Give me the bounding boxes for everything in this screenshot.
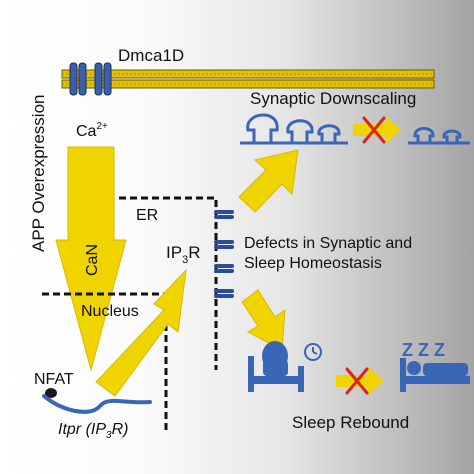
ip3r-label: IP3R: [166, 243, 200, 266]
nucleus-label: Nucleus: [81, 303, 139, 320]
calcium-label: Ca2+: [76, 121, 108, 140]
defects-line2: Sleep Homeostasis: [244, 255, 382, 272]
sleeping-in-bed-icon: [400, 358, 470, 392]
nfat-label: NFAT: [34, 371, 74, 388]
awake-in-bed-icon: [248, 341, 304, 392]
alarm-clock-icon: [304, 343, 322, 361]
sleep-blocked-cross: [345, 367, 369, 395]
itpr-expression-arrow: [95, 268, 187, 397]
defects-line1: Defects in Synaptic and: [244, 235, 412, 252]
downscaling-blocked-cross: [362, 116, 386, 144]
channel-label: Dmca1D: [118, 46, 184, 65]
er-boundary: [119, 196, 218, 370]
ip3r-channels: [214, 210, 234, 298]
downscaling-label: Synaptic Downscaling: [250, 89, 416, 108]
sleep-rebound-label: Sleep Rebound: [292, 413, 409, 432]
itpr-gene-strand: [42, 394, 152, 414]
side-label: APP Overexpression: [29, 95, 48, 252]
dmca1d-channel: [69, 62, 112, 96]
synapse-before: [240, 113, 348, 145]
sleep-arrow: [241, 289, 286, 351]
calcium-signal-arrow: [55, 146, 127, 372]
downscaling-transition-arrow: [353, 116, 401, 144]
synapse-after: [408, 127, 470, 145]
sleep-transition-arrow: [336, 367, 384, 395]
zzz-label: Z Z Z: [402, 340, 445, 360]
nfat-dot: [45, 388, 57, 398]
gene-label: Itpr (IP3R): [58, 421, 128, 441]
downscaling-arrow: [238, 149, 299, 213]
calcineurin-label: CaN: [84, 244, 101, 276]
er-label: ER: [136, 207, 158, 224]
plasma-membrane: [61, 69, 435, 89]
